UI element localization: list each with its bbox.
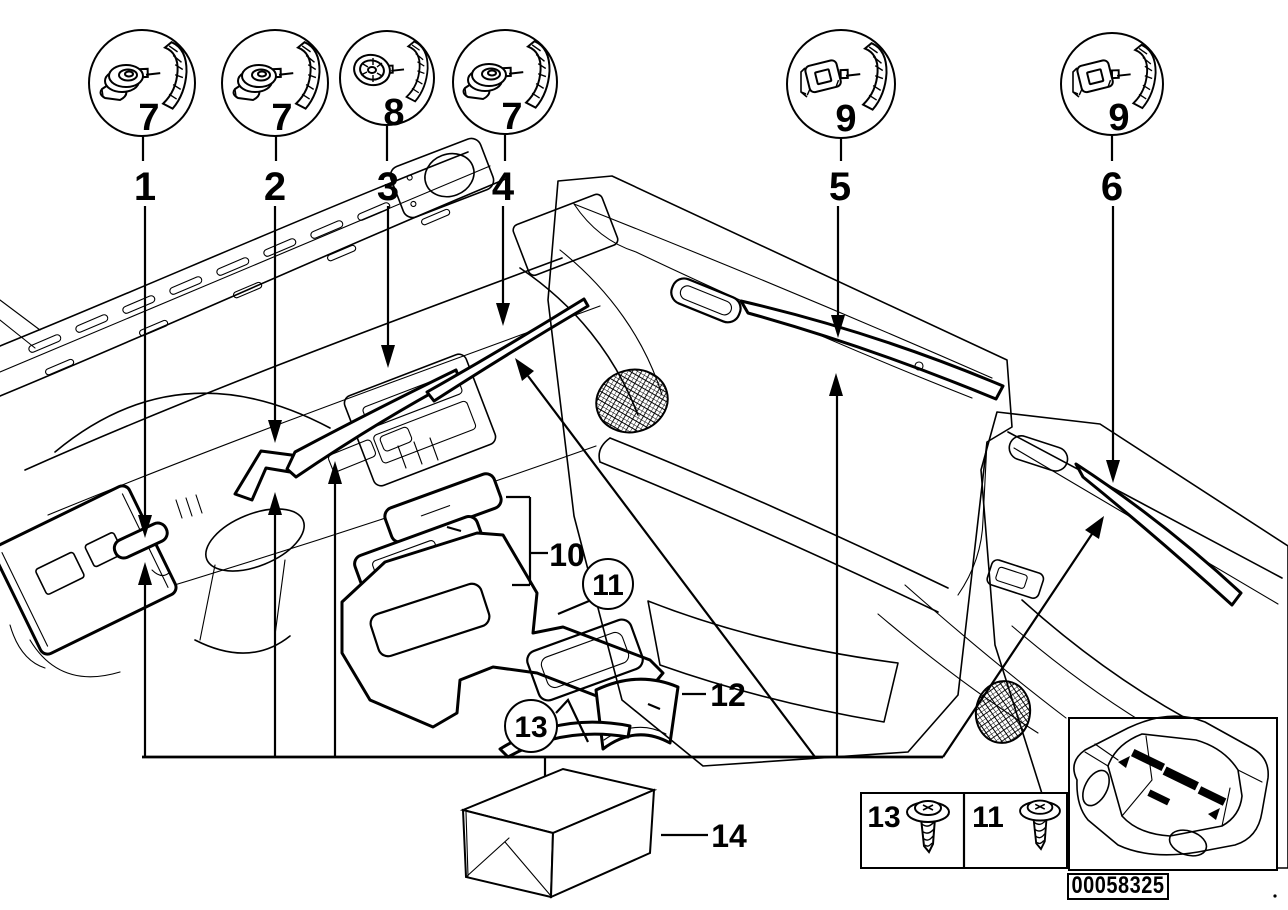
fastener-label-9b: 9 (1108, 97, 1129, 139)
fastener-circle-7a[interactable]: 7 (88, 29, 196, 139)
legend-cell-11[interactable]: 11 (972, 799, 1061, 850)
page-dot (1273, 894, 1277, 898)
part-callout-labels: 1 2 3 4 5 6 10 11 12 13 14 (134, 165, 1123, 854)
fastener-label-8: 8 (383, 92, 404, 134)
dash-trim-strip-1 (112, 521, 169, 560)
callout-12[interactable]: 12 (710, 677, 746, 713)
dash-top-speaker-grille (389, 137, 495, 219)
ashtray-trim-12 (594, 677, 680, 751)
rear-door-trim-strip-6 (1074, 462, 1243, 607)
fastener-circle-7c[interactable]: 7 (452, 29, 558, 138)
leader-lines (138, 126, 1120, 837)
trim-location-highlights (1118, 748, 1227, 820)
callout-13-circle[interactable] (504, 699, 558, 753)
callout-3[interactable]: 3 (377, 165, 399, 209)
front-door-trim-strip-5 (739, 299, 1005, 401)
door-pull-handle (670, 277, 742, 324)
dash-trim-strip-4 (425, 297, 590, 403)
fastener-label-7b: 7 (271, 97, 292, 139)
fastener-detail-circles: 7 7 8 7 9 9 (88, 29, 1164, 140)
fastener-label-9a: 9 (835, 98, 856, 140)
front-door-speaker (595, 368, 669, 434)
defroster-vent-slots (28, 202, 451, 376)
car-locator-inset (1068, 715, 1278, 871)
fastener-circle-8[interactable]: 8 (339, 30, 435, 134)
diagonal-leader-rear-door (942, 533, 1093, 758)
fastener-circle-7b[interactable]: 7 (221, 29, 329, 139)
front-door-panel-illustration (547, 175, 1067, 767)
fastener-label-7c: 7 (501, 96, 522, 138)
dash-end-trim-2 (233, 449, 301, 502)
fastener-circle-9b[interactable]: 9 (1060, 32, 1164, 139)
steering-column (194, 508, 305, 654)
callout-11-circle[interactable] (582, 558, 634, 610)
center-console-illustration (340, 472, 680, 759)
callout-10[interactable]: 10 (549, 537, 585, 573)
callout-14[interactable]: 14 (711, 818, 747, 854)
legend-ref-11: 11 (972, 801, 1004, 834)
callout-5[interactable]: 5 (829, 165, 851, 209)
legend-cell-13[interactable]: 13 (867, 800, 950, 853)
center-vents (327, 426, 413, 473)
clip-prongs (175, 494, 203, 519)
callout-4[interactable]: 4 (492, 165, 515, 209)
callout-11[interactable]: 11 (592, 569, 624, 602)
callout-6[interactable]: 6 (1101, 165, 1123, 209)
callout-2[interactable]: 2 (264, 165, 286, 209)
fastener-circle-9a[interactable]: 9 (786, 29, 896, 140)
callout-13[interactable]: 13 (514, 711, 547, 744)
bracket-10 (506, 495, 548, 587)
fastener-label-7a: 7 (138, 97, 159, 139)
diagram-code-plate: 00058325 (1067, 871, 1169, 900)
diagram-code: 00058325 (1072, 871, 1165, 898)
dashboard-illustration (0, 137, 663, 678)
rear-door-speaker (974, 680, 1032, 744)
car-three-quarter-view-icon (1073, 715, 1269, 857)
legend-ref-13: 13 (867, 801, 900, 834)
callout-1[interactable]: 1 (134, 165, 156, 209)
hardware-legend-table: 13 11 (860, 792, 1068, 869)
kit-carton-illustration (459, 767, 658, 899)
diagonal-leader-dash-trim (527, 375, 816, 758)
